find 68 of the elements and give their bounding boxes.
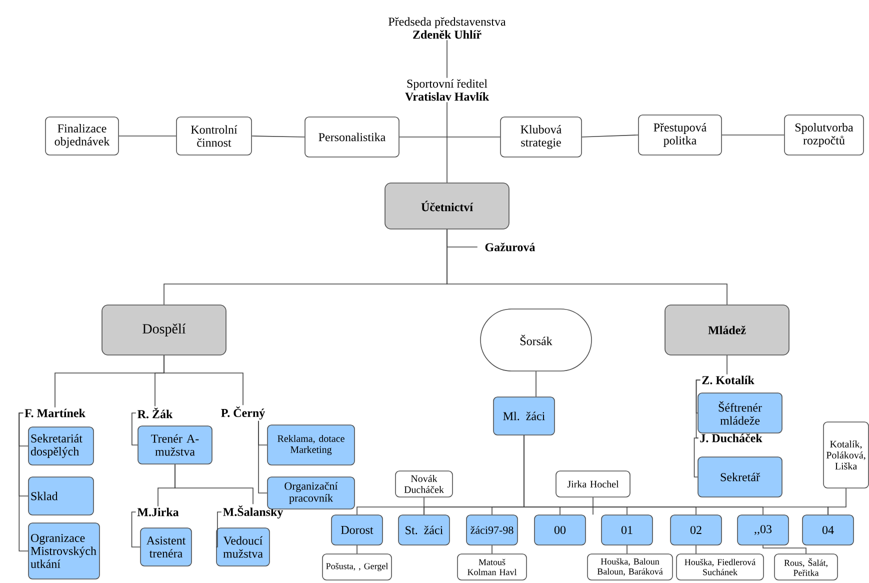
- name-label: J. Ducháček: [700, 434, 762, 442]
- role-box: Asistent trenéra: [140, 528, 192, 566]
- connector-line: [694, 438, 699, 478]
- role-box: Dorost: [331, 514, 383, 546]
- role-box: Ogranizace Mistrovských utkání: [28, 522, 100, 580]
- note-box: Spolutvorba rozpočtů: [784, 114, 864, 156]
- connector-line: [626, 545, 628, 554]
- role-box: Ml. žáci: [493, 396, 555, 436]
- connector-line: [722, 134, 784, 136]
- note-box: Rous, Šalát, Peřitka: [774, 554, 838, 580]
- connector-line: [446, 102, 448, 183]
- department-box: Mládež: [664, 304, 790, 356]
- connector-line: [726, 355, 728, 375]
- role-box: Sekretář: [698, 456, 782, 498]
- role-box: 04: [802, 514, 854, 546]
- role-box: Sekretariát dospělých: [28, 426, 94, 466]
- connector-line: [762, 545, 806, 554]
- connector-line: [18, 412, 28, 552]
- role-box: Organizační pracovník: [267, 476, 355, 510]
- name-label: Předseda představenstva Zdeněk Uhlíř: [388, 17, 506, 39]
- note-box: Houška, Fiedlerová Suchánek: [676, 554, 764, 580]
- note-box: Finalizace objednávek: [45, 116, 119, 156]
- role-box: Reklama, dotace Marketing: [267, 424, 355, 466]
- role-box: St. žáci: [398, 514, 450, 546]
- connector-line: [216, 512, 222, 548]
- connector-line: [446, 40, 448, 78]
- connector-line: [356, 545, 358, 554]
- connector-line: [696, 380, 701, 438]
- connector-line: [582, 134, 638, 138]
- role-box: Vedoucí mužstva: [216, 528, 270, 566]
- department-box: Dospělí: [102, 304, 226, 356]
- note-box: Přestupová politka: [638, 114, 722, 156]
- name-label: F. Martínek: [24, 408, 86, 418]
- name-label: R. Žák: [138, 408, 173, 418]
- role-box: ,,03: [737, 514, 789, 546]
- name-label: P. Černý: [221, 406, 265, 420]
- connector-line: [592, 497, 594, 515]
- connector-line: [828, 488, 846, 515]
- connector-line: [131, 512, 140, 548]
- connector-line: [164, 355, 244, 406]
- note-box: Novák Ducháček: [395, 470, 453, 498]
- connector-line: [446, 229, 728, 305]
- note-box: Pošusta, , Gergel: [322, 554, 392, 580]
- role-box: 00: [534, 514, 586, 546]
- name-label: M.Jirka: [137, 508, 179, 516]
- connector-line: [252, 136, 305, 138]
- role-box: Trenér A- mužstva: [138, 426, 212, 464]
- note-box: Klubová strategie: [500, 116, 582, 158]
- connector-line: [399, 136, 500, 138]
- note-box: Kotalík, Poláková, Liška: [823, 422, 869, 488]
- connector-line: [258, 420, 268, 494]
- connector-line: [132, 412, 138, 446]
- note-box: Personalistika: [304, 116, 400, 158]
- role-box: 01: [601, 514, 653, 546]
- note-box: Matouš Kolman Havl: [457, 554, 527, 580]
- name-label: Sportovní ředitel Vratislav Havlík: [405, 79, 490, 101]
- role-box: Šéftrenér mládeže: [698, 392, 782, 434]
- rounded-box: Šorsák: [480, 308, 592, 372]
- role-box: Sklad: [28, 476, 94, 516]
- name-label: Gažurová: [485, 242, 536, 252]
- note-box: Houška, Baloun Baloun, Baráková: [587, 554, 673, 580]
- department-box: Účetnictví: [384, 182, 510, 230]
- note-box: Kontrolní činnost: [176, 116, 252, 156]
- role-box: žáci97-98: [466, 514, 518, 546]
- role-box: 02: [670, 514, 722, 546]
- connector-line: [174, 464, 254, 504]
- name-label: Z. Kotalík: [702, 376, 754, 384]
- note-box: Jirka Hochel: [556, 470, 630, 498]
